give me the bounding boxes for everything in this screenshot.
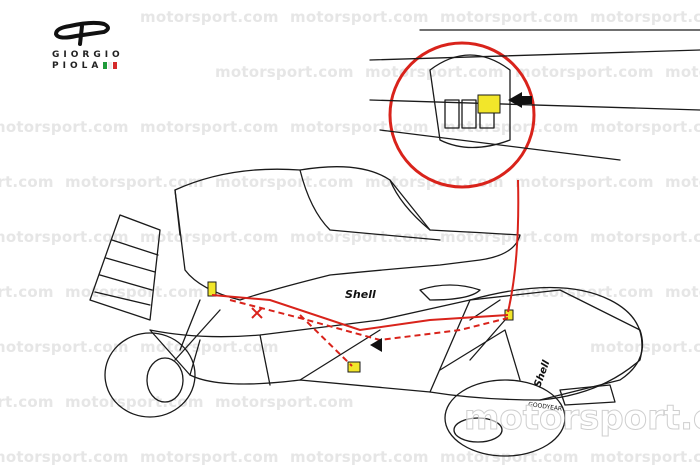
rear-wheel (104, 332, 196, 418)
arrow-pointer (370, 338, 382, 352)
watermark-text: motorsport.com (215, 173, 354, 191)
watermark-text: motorsport.com (665, 283, 700, 301)
logo-text-piola: PIOLA (52, 61, 103, 71)
watermark-text: motorsport.com (215, 63, 354, 81)
watermark-text: motorsport.com (140, 118, 279, 136)
watermark-text: motorsport.com (290, 8, 429, 26)
watermark-text: motorsport.com (140, 8, 279, 26)
logo-text-giorgio: GIORGIO (52, 50, 124, 60)
watermark-text: motorsport.com (590, 8, 700, 26)
watermark-text: motorsport.com (0, 393, 54, 411)
watermark-text: motorsport.com (590, 118, 700, 136)
watermark-text: motorsport.com (65, 173, 204, 191)
front-wing (559, 384, 616, 406)
red-route-solid (211, 294, 509, 332)
watermark-text: motorsport.com (440, 118, 579, 136)
watermark-text: motorsport.com (140, 448, 279, 466)
watermark-text: motorsport.com (0, 338, 129, 356)
red-connector-curve (507, 179, 520, 313)
watermark-text: motorsport.com (140, 228, 279, 246)
watermark-text: motorsport.com (290, 448, 429, 466)
watermark-text: motorsport.com (0, 283, 54, 301)
nose (469, 286, 643, 401)
watermark-text: motorsport.com (665, 173, 700, 191)
watermark-text: motorsport.com (515, 63, 654, 81)
front-wheel (444, 379, 566, 457)
watermark-text: motorsport.com (140, 338, 279, 356)
watermark-text: motorsport.com (65, 393, 204, 411)
sponsor-lettering-nose: Shell (532, 358, 552, 389)
highlight-component-rear (207, 281, 217, 297)
watermark-text: motorsport.com (0, 173, 54, 191)
watermark-text: motorsport.com (515, 173, 654, 191)
watermark-text: motorsport.com (65, 283, 204, 301)
highlight-component-floor (347, 361, 361, 373)
watermark-text: motorsport.com (440, 8, 579, 26)
watermark-text: motorsport.com (290, 228, 429, 246)
watermark-text: motorsport.com (590, 228, 700, 246)
watermark-text: motorsport.com (0, 118, 129, 136)
rear-wing (89, 214, 161, 321)
gp-logo-mark-icon (53, 20, 110, 46)
giorgio-piola-logo: GIORGIO PIOLA (52, 20, 122, 72)
tyre-lettering: GOODYEAR (528, 401, 563, 413)
arrow-pointer (508, 92, 532, 108)
sponsor-lettering: Shell (345, 288, 376, 301)
watermark-large: motorsport.com (464, 398, 700, 439)
component-cross-marker (251, 307, 263, 319)
watermark-text: motorsport.com (0, 448, 129, 466)
sidepod (149, 289, 644, 401)
watermark-text: motorsport.com (215, 393, 354, 411)
watermark-text: motorsport.com (590, 448, 700, 466)
flag-red (113, 62, 118, 69)
watermark-text: motorsport.com (440, 448, 579, 466)
watermark-text: motorsport.com (665, 63, 700, 81)
flag-green (103, 62, 108, 69)
highlight-component-inset (477, 94, 501, 114)
detail-magnifier-circle (388, 41, 536, 189)
watermark-text: motorsport.com (590, 338, 700, 356)
flag-white (108, 62, 113, 69)
watermark-text: motorsport.com (0, 228, 129, 246)
